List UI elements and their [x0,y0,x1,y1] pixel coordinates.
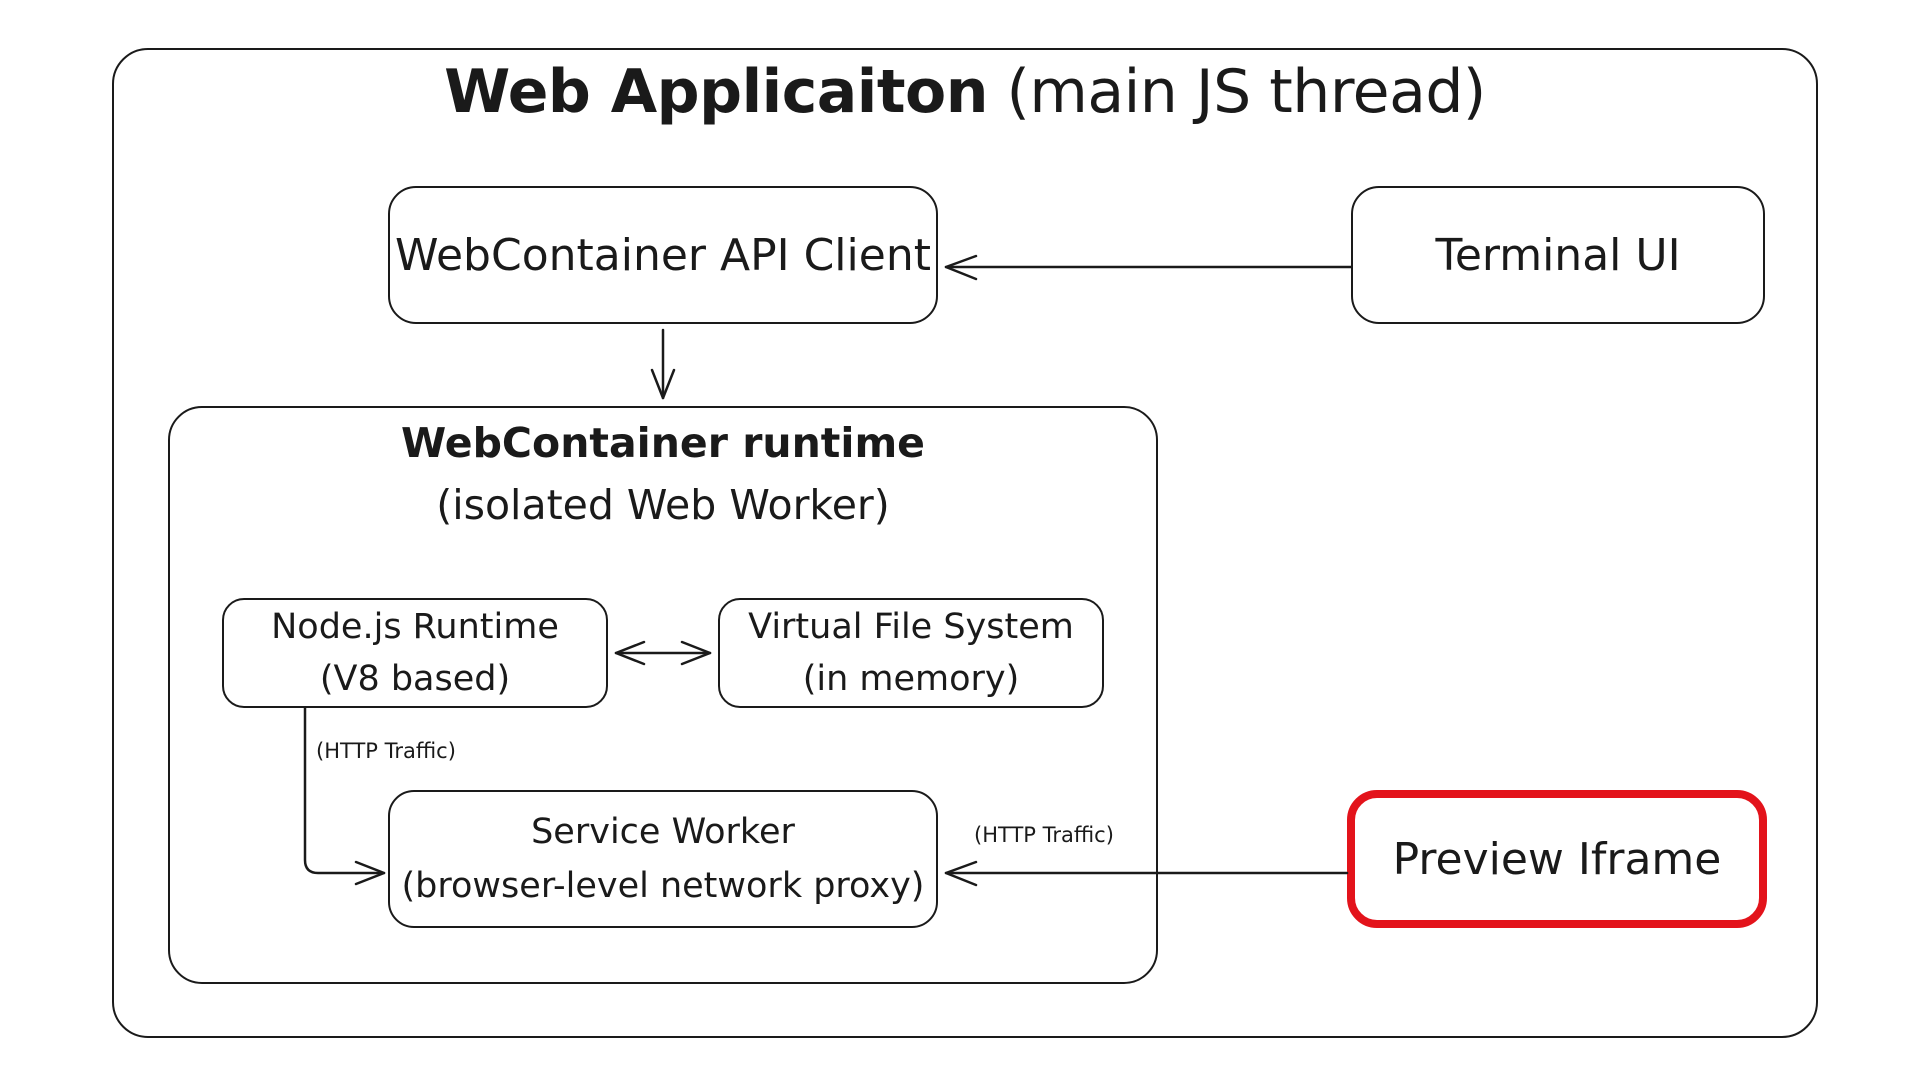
service-worker-node: Service Worker (browser-level network pr… [388,790,938,928]
virtual-file-system-node: Virtual File System (in memory) [718,598,1104,708]
terminal-ui-label: Terminal UI [1435,229,1681,281]
runtime-title-main: WebContainer runtime [401,419,925,467]
api-client-label: WebContainer API Client [395,229,931,281]
edge-label-preview-to-service-worker: (HTTP Traffic) [974,823,1114,847]
vfs-line1: Virtual File System [748,607,1074,647]
diagram-title: Web Applicaiton (main JS thread) [112,52,1818,132]
runtime-title: WebContainer runtime (isolated Web Worke… [168,412,1158,536]
title-bold: Web Applicaiton [444,57,988,127]
edge-label-node-to-service-worker: (HTTP Traffic) [316,739,456,763]
service-worker-line1: Service Worker [531,812,795,852]
preview-iframe-label: Preview Iframe [1392,833,1722,885]
service-worker-line2: (browser-level network proxy) [401,866,925,906]
nodejs-runtime-line1: Node.js Runtime [271,607,559,647]
vfs-line2: (in memory) [802,659,1020,699]
nodejs-runtime-line2: (V8 based) [319,659,511,699]
preview-iframe-node: Preview Iframe [1347,790,1767,928]
nodejs-runtime-node: Node.js Runtime (V8 based) [222,598,608,708]
webcontainer-api-client-node: WebContainer API Client [388,186,938,324]
title-light: (main JS thread) [1006,57,1487,127]
terminal-ui-node: Terminal UI [1351,186,1765,324]
runtime-title-sub: (isolated Web Worker) [436,481,890,529]
